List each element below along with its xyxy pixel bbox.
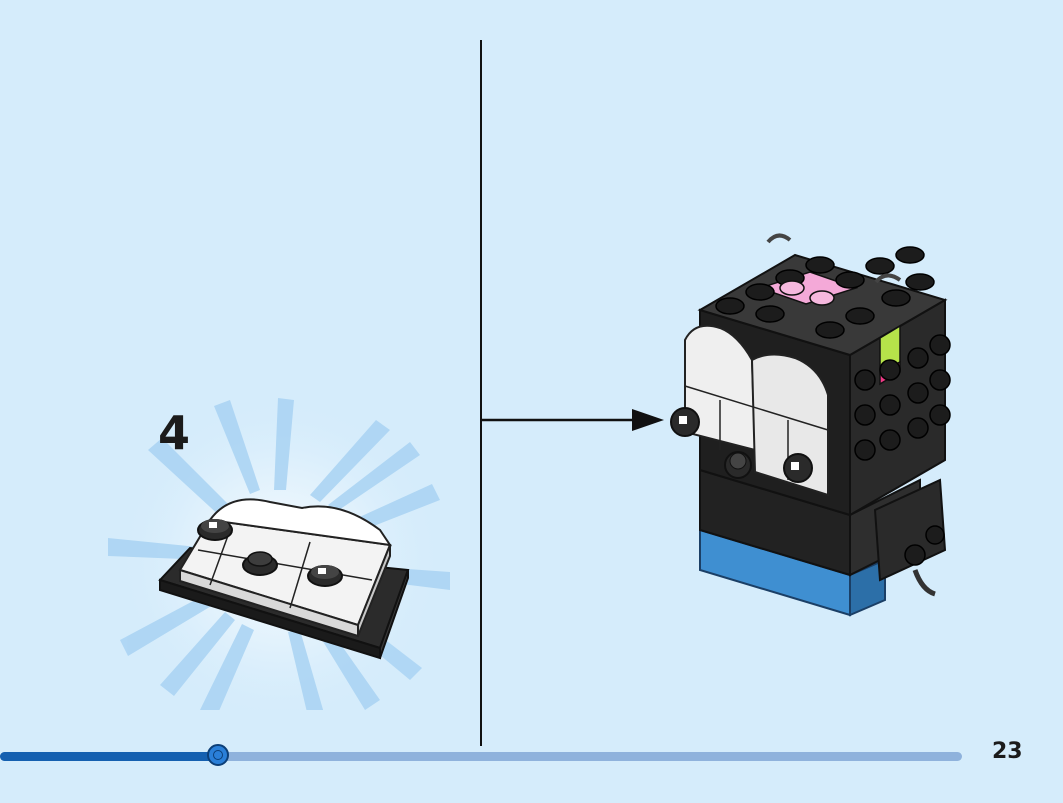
brickheadz-model-illustration [670, 233, 951, 617]
white-tiles [178, 498, 393, 638]
progress-bar [0, 744, 962, 766]
face-eye-left [670, 407, 700, 437]
step-parts-illustration [108, 395, 450, 710]
face-nose-stud [724, 451, 752, 479]
nose-stud [242, 551, 278, 576]
side-arm [873, 478, 947, 597]
side-studs [854, 334, 951, 461]
model-body-blue [699, 528, 886, 617]
step-number: 4 [158, 406, 191, 460]
page-number: 23 [992, 739, 1023, 764]
panel-divider [480, 40, 482, 746]
assembly-arrow [482, 409, 664, 431]
ear-clips [766, 233, 902, 284]
progress-knob[interactable] [207, 744, 230, 766]
pink-studs [779, 280, 835, 306]
progress-fill [0, 752, 219, 761]
eye-tile-left [197, 519, 233, 541]
eye-tile-right [307, 565, 343, 587]
face-eye-right [783, 453, 813, 483]
top-studs [715, 246, 935, 339]
